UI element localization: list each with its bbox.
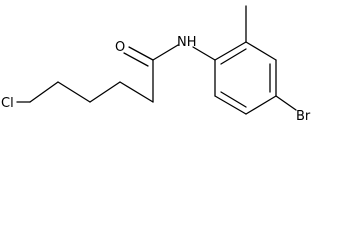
ring-double-1 <box>220 48 247 65</box>
bond-c2-c3 <box>57 81 91 103</box>
ring-bond-5 <box>214 95 247 115</box>
ring-double-3 <box>220 91 247 108</box>
oxygen-label: O <box>115 40 125 55</box>
bond-c1-c2 <box>29 81 59 103</box>
nitrogen-label: NH <box>177 35 197 50</box>
bond-carbonyl-n <box>152 44 179 61</box>
ring-bond-1 <box>214 41 247 61</box>
ring-bond-2 <box>245 41 277 61</box>
bond-carbonyl-o-a <box>128 46 154 61</box>
bond-carbonyl-o-b <box>123 52 149 67</box>
bond-c4-c5 <box>119 81 154 103</box>
ring-bond-4 <box>245 95 277 115</box>
chlorine-label: Cl <box>1 96 14 111</box>
bromine-label: Br <box>296 109 311 124</box>
bond-c3-c4 <box>89 81 121 103</box>
molecule-structure: Cl O NH Br <box>1 5 311 124</box>
bond-ring-br <box>275 95 297 111</box>
bond-n-ring <box>192 46 216 61</box>
